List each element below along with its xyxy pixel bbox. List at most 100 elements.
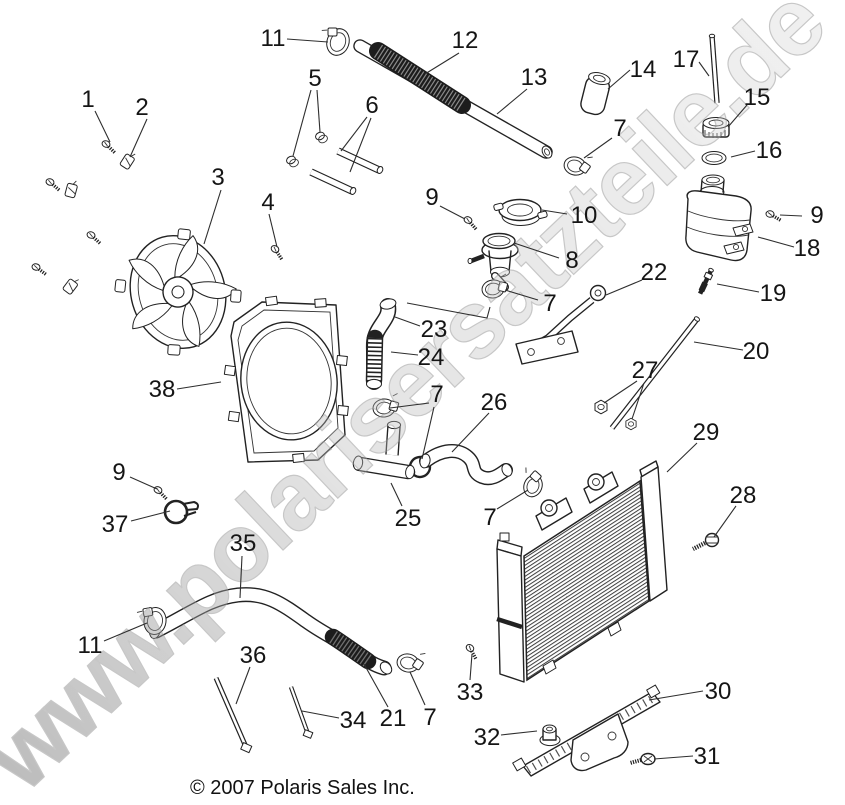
callout-11-36: 11 [78, 632, 103, 659]
leader-line-48 [648, 690, 704, 701]
leader-line-24 [693, 341, 744, 351]
leader-line-36 [713, 505, 737, 538]
part-tube-13-sleeve-12 [353, 39, 553, 159]
callout-4-3: 4 [261, 189, 274, 216]
callout-16-12: 16 [756, 137, 783, 164]
leader-line-5 [316, 89, 321, 133]
part-hose-26 [419, 444, 513, 486]
callout-15-11: 15 [744, 84, 771, 111]
leader-line-16 [439, 205, 466, 220]
part-bolt-28 [692, 532, 720, 551]
leader-line-33 [666, 442, 698, 473]
leader-line-0 [94, 110, 111, 143]
part-tubes-6 [309, 147, 384, 195]
callout-13-8: 13 [521, 64, 548, 91]
part-bottle-18 [685, 174, 754, 262]
part-tfitting-25 [352, 420, 416, 480]
leader-line-35 [496, 489, 529, 510]
leader-line-37 [129, 476, 158, 490]
leader-line-23 [716, 283, 760, 293]
callout-28-31: 28 [730, 482, 757, 509]
part-sleeves-5 [286, 131, 328, 168]
leader-line-42 [235, 666, 251, 705]
callout-6-5: 6 [365, 92, 378, 119]
leader-line-39 [239, 555, 243, 599]
leader-layer [94, 38, 803, 760]
part-oring-16 [701, 151, 727, 165]
leader-line-4 [292, 89, 312, 157]
part-cap-15 [702, 117, 730, 138]
leader-line-20 [605, 279, 643, 296]
callout-12-7: 12 [452, 27, 479, 54]
leader-line-13 [727, 104, 748, 128]
leader-line-32 [451, 412, 490, 453]
callout-26-27: 26 [481, 389, 508, 416]
callout-25-29: 25 [395, 505, 422, 532]
leader-line-2 [203, 189, 222, 245]
part-grommet-32 [539, 724, 561, 747]
callout-32-42: 32 [474, 724, 501, 751]
callout-23-23: 23 [421, 316, 448, 343]
leader-line-41 [103, 622, 148, 642]
leader-line-47 [500, 730, 538, 736]
leader-line-25 [394, 316, 421, 327]
callout-19-21: 19 [760, 280, 787, 307]
leader-line-8 [286, 38, 329, 43]
callout-5-4: 5 [308, 65, 321, 92]
leader-line-31 [421, 406, 435, 460]
callout-24-24: 24 [418, 344, 445, 371]
leader-line-1 [129, 118, 148, 158]
part-bracket-22 [515, 284, 607, 365]
callout-30-43: 30 [705, 678, 732, 705]
leader-line-18 [513, 242, 560, 259]
leader-line-28 [603, 380, 638, 404]
leader-line-27 [406, 302, 491, 319]
callout-22-18: 22 [641, 259, 668, 286]
leader-line-46 [469, 653, 473, 681]
callout-7-26: 7 [430, 381, 443, 408]
callout-36-37: 36 [240, 642, 267, 669]
leader-line-44 [363, 663, 389, 708]
leader-line-17 [541, 209, 568, 215]
leader-line-19 [504, 289, 539, 301]
callout-20-22: 20 [743, 338, 770, 365]
part-clamp-11-top [315, 22, 354, 59]
callout-17-10: 17 [673, 46, 700, 73]
part-fitting-19 [698, 267, 714, 295]
leader-line-15 [583, 137, 613, 159]
part-screw-4 [267, 242, 288, 261]
callout-9-19: 9 [810, 202, 823, 229]
leader-line-30 [389, 402, 430, 409]
callout-18-20: 18 [794, 235, 821, 262]
callout-9-14: 9 [425, 184, 438, 211]
callout-7-40: 7 [423, 704, 436, 731]
leader-line-9 [424, 52, 460, 75]
callout-9-32: 9 [112, 459, 125, 486]
callout-7-30: 7 [483, 504, 496, 531]
leader-line-45 [409, 671, 426, 706]
part-hose-35-21 [148, 587, 393, 676]
callout-37-33: 37 [102, 511, 129, 538]
leader-line-21 [779, 214, 803, 217]
callout-29-28: 29 [693, 419, 720, 446]
part-nut-27b [625, 417, 637, 431]
part-hose-23-24 [365, 298, 397, 390]
callout-2-1: 2 [135, 94, 148, 121]
callout-35-34: 35 [230, 530, 257, 557]
leader-line-11 [607, 69, 631, 90]
callout-27-25: 27 [632, 357, 659, 384]
leader-line-40 [176, 381, 222, 390]
leader-line-43 [301, 710, 340, 719]
copyright-text: © 2007 Polaris Sales Inc. [190, 777, 415, 799]
part-screw-9b [763, 208, 783, 222]
part-rod-17 [708, 33, 720, 104]
part-radiator-29 [496, 460, 668, 683]
callout-33-41: 33 [457, 679, 484, 706]
callout-3-2: 3 [211, 164, 224, 191]
callout-14-9: 14 [630, 56, 657, 83]
part-screw-9a [460, 213, 482, 231]
leader-line-3 [268, 213, 278, 248]
leader-line-29 [631, 382, 645, 420]
callout-7-13: 7 [613, 115, 626, 142]
